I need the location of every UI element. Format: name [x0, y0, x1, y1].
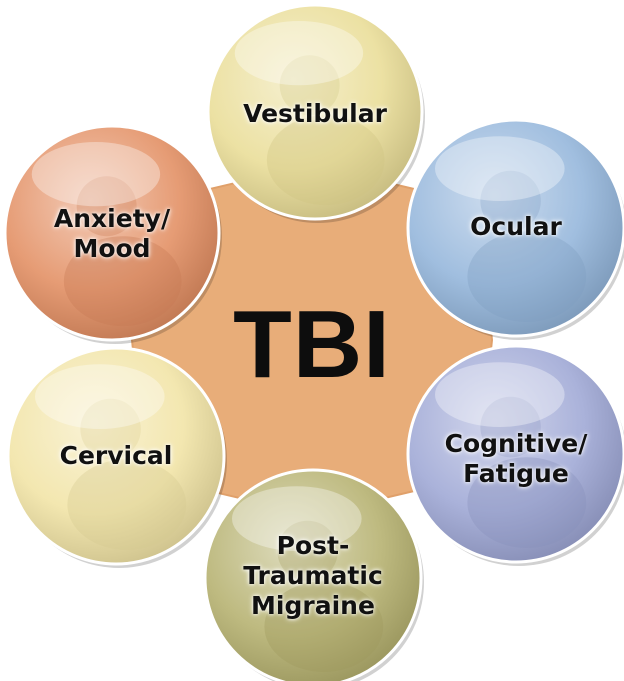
anxiety-mood-node-label: Anxiety/ Mood — [12, 197, 212, 271]
tbi-center-label: TBI — [212, 290, 412, 400]
cervical-node-label: Cervical — [16, 434, 216, 478]
cognitive-fatigue-node-label: Cognitive/ Fatigue — [416, 422, 616, 496]
ocular-gloss-highlight — [435, 136, 565, 201]
vestibular-node-label: Vestibular — [215, 92, 415, 136]
vestibular-gloss-highlight — [235, 21, 363, 85]
ocular-node-label: Ocular — [416, 205, 616, 249]
post-traumatic-migraine-node-label: Post- Traumatic Migraine — [213, 528, 413, 624]
cervical-gloss-highlight — [35, 364, 165, 429]
cognitive-gloss-highlight — [435, 362, 565, 427]
